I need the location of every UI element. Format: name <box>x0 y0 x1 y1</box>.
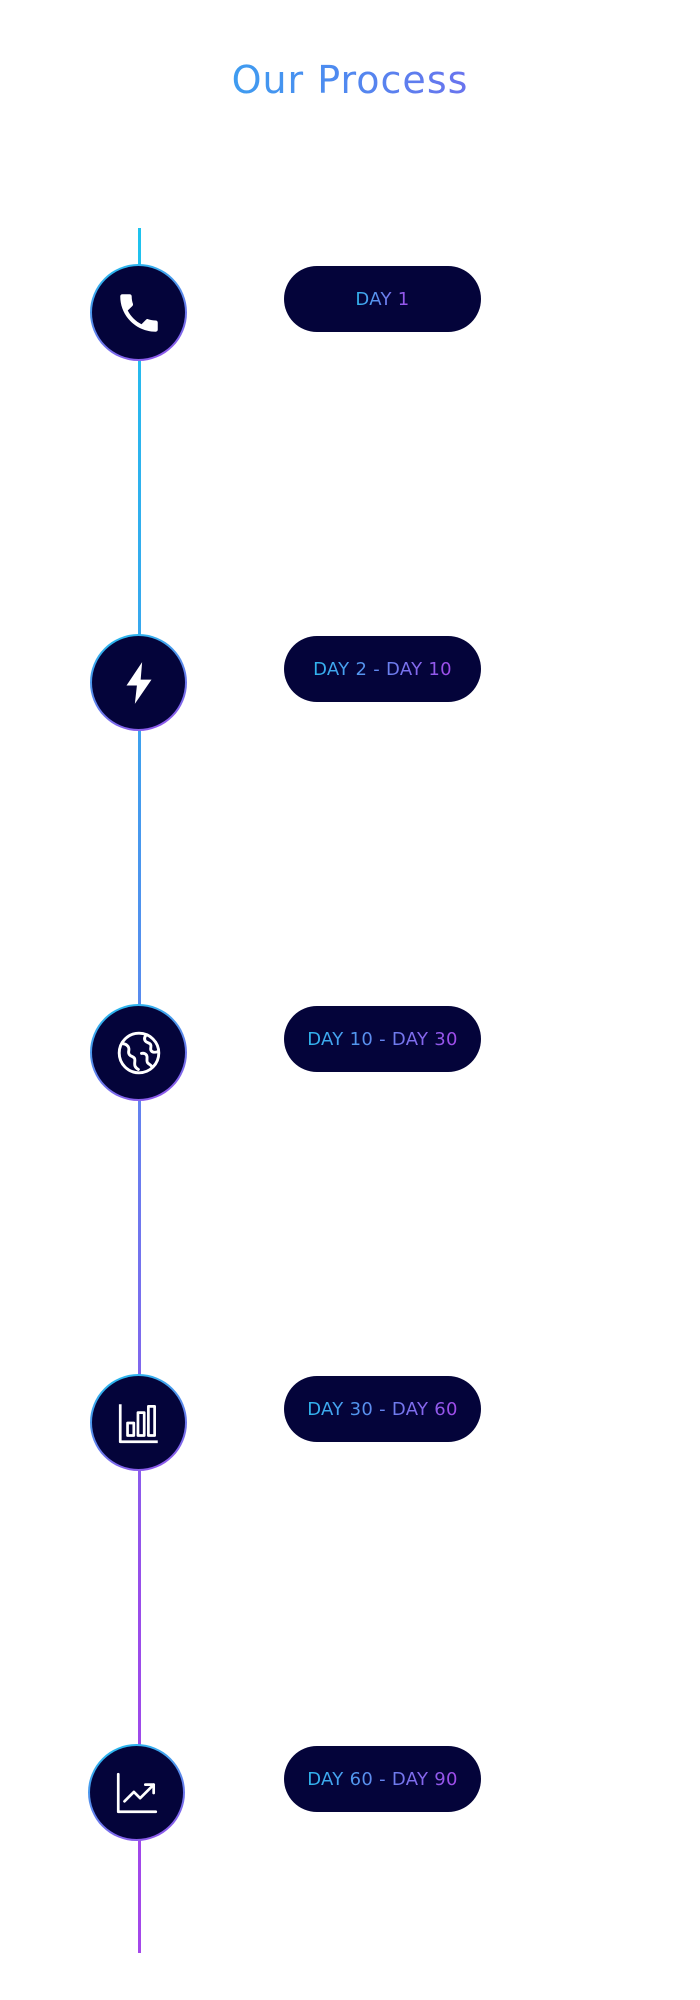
page-title: Our Process <box>0 58 700 102</box>
step-icon-circle <box>90 634 187 731</box>
globe-icon <box>117 1031 160 1074</box>
step-icon-circle <box>90 264 187 361</box>
step-date-badge: DAY 10 - DAY 30 <box>284 1006 481 1072</box>
step-date-label: DAY 2 - DAY 10 <box>313 658 452 680</box>
trending-up-icon <box>116 1772 157 1813</box>
timeline-step-4: DAY 30 - DAY 60 <box>0 1374 700 1474</box>
lightning-icon <box>126 661 151 704</box>
timeline-step-3: DAY 10 - DAY 30 <box>0 1004 700 1104</box>
timeline-step-5: DAY 60 - DAY 90 <box>0 1744 700 1844</box>
step-date-badge: DAY 2 - DAY 10 <box>284 636 481 702</box>
step-date-badge: DAY 60 - DAY 90 <box>284 1746 481 1812</box>
step-date-label: DAY 1 <box>355 288 410 310</box>
step-date-label: DAY 30 - DAY 60 <box>307 1398 458 1420</box>
step-date-label: DAY 10 - DAY 30 <box>307 1028 458 1050</box>
timeline-step-2: DAY 2 - DAY 10 <box>0 634 700 734</box>
timeline-step-1: DAY 1 <box>0 264 700 364</box>
step-date-badge: DAY 30 - DAY 60 <box>284 1376 481 1442</box>
step-icon-circle <box>88 1744 185 1841</box>
phone-icon <box>119 293 158 332</box>
step-date-label: DAY 60 - DAY 90 <box>307 1768 458 1790</box>
step-icon-circle <box>90 1374 187 1471</box>
step-date-badge: DAY 1 <box>284 266 481 332</box>
bar-chart-icon <box>118 1403 158 1443</box>
step-icon-circle <box>90 1004 187 1101</box>
